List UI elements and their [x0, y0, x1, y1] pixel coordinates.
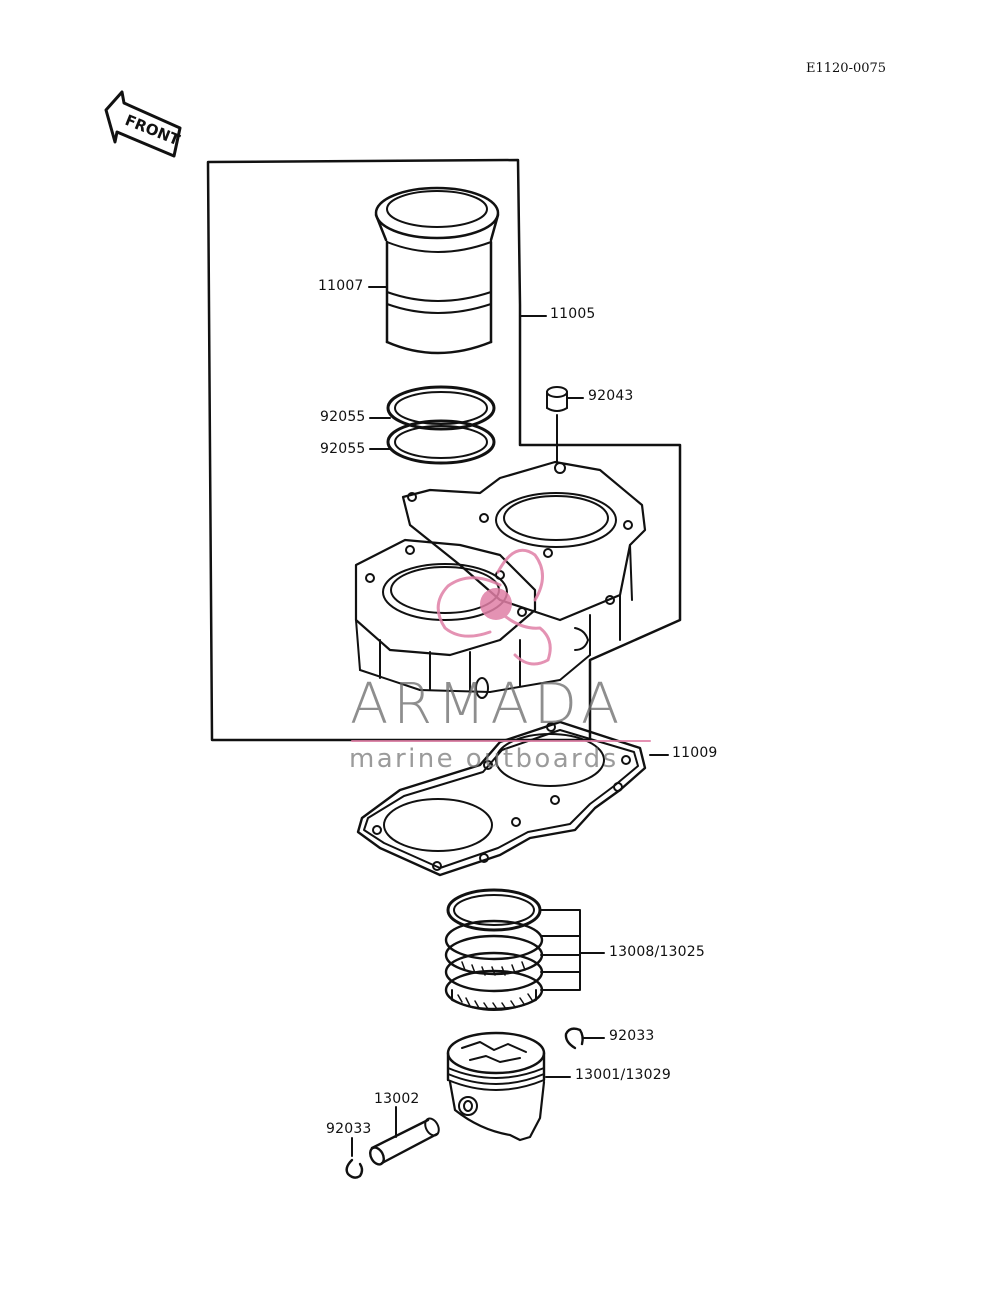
base-gasket — [356, 720, 647, 877]
label-92043: 92043 — [588, 388, 634, 404]
piston-pin — [369, 1117, 440, 1166]
label-92055-lower: 92055 — [320, 441, 366, 457]
cylinder-sleeve — [374, 186, 500, 355]
label-92033-right: 92033 — [609, 1028, 655, 1044]
label-92033-left: 92033 — [326, 1121, 372, 1137]
o-rings — [386, 385, 496, 465]
watermark-brand: ARMADA — [350, 672, 625, 737]
front-arrow-icon: FRONT — [104, 90, 183, 158]
label-13002: 13002 — [374, 1091, 420, 1107]
cylinder-block — [354, 460, 647, 699]
assembly-bracket — [206, 158, 682, 742]
label-13008-13025: 13008/13025 — [609, 944, 705, 960]
circlip-right — [564, 1027, 584, 1050]
label-11005: 11005 — [550, 306, 596, 322]
label-13001-13029: 13001/13029 — [575, 1067, 671, 1083]
label-11007: 11007 — [318, 278, 364, 294]
label-92055-upper: 92055 — [320, 409, 366, 425]
piston — [446, 1031, 546, 1142]
circlip-left — [345, 1158, 364, 1179]
ring-bracket — [539, 909, 605, 991]
diagram-code: E1120-0075 — [806, 61, 887, 76]
label-11009: 11009 — [672, 745, 718, 761]
piston-rings — [444, 888, 544, 1011]
watermark-logo-icon — [351, 548, 651, 742]
watermark-tagline: marine outboards — [349, 744, 619, 774]
dowel-pin — [546, 386, 568, 463]
